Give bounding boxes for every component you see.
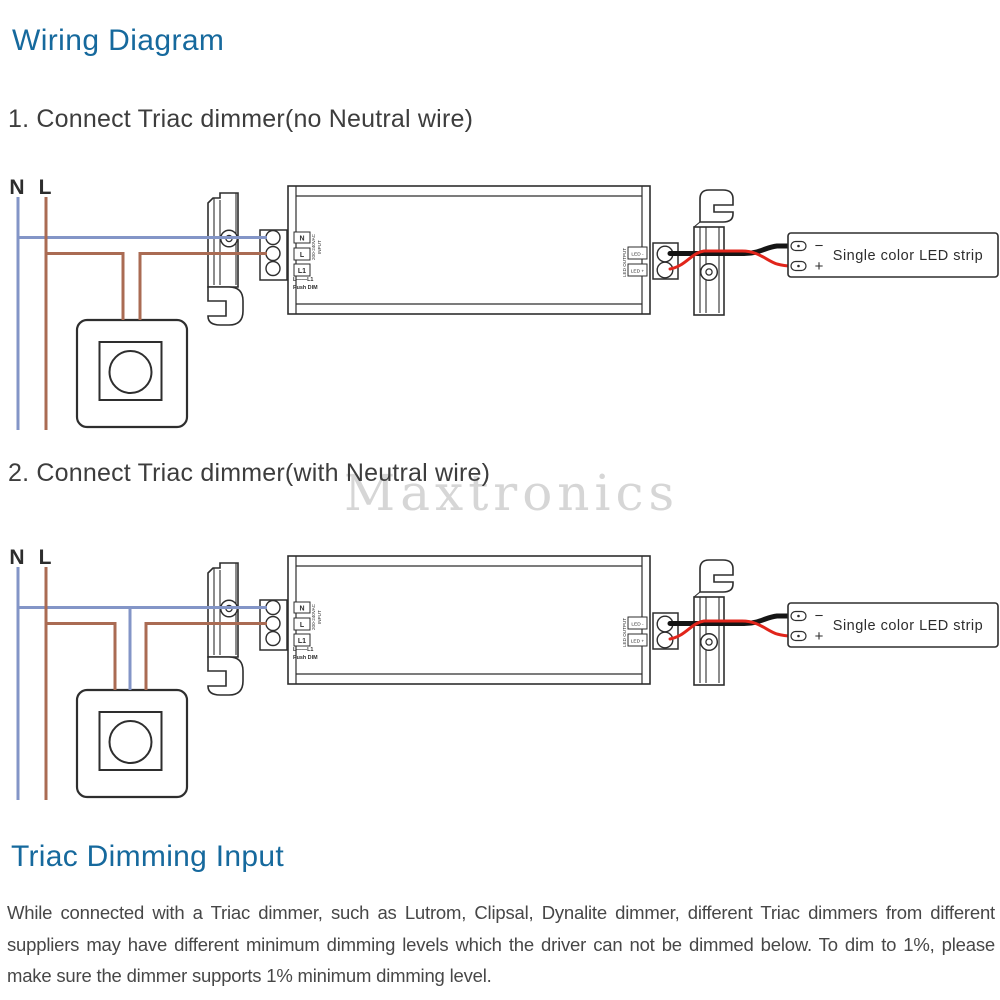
dimming-section-body: While connected with a Triac dimmer, suc… <box>7 902 995 986</box>
section2-heading: 2. Connect Triac dimmer(with Neutral wir… <box>8 459 491 487</box>
neutral-wire-label: N <box>9 546 24 569</box>
dimmer-instance-2 <box>75 688 189 799</box>
led-pos-wire <box>668 619 793 641</box>
live-wires <box>44 197 267 430</box>
dimming-section-heading: Triac Dimming Input <box>11 840 284 873</box>
live-wire-label: L <box>39 546 52 569</box>
driver-instance-1 <box>207 185 734 326</box>
driver-instance-2 <box>207 555 734 696</box>
led-neg-wire <box>667 243 794 256</box>
dimmer-instance-1 <box>75 318 189 429</box>
neutral-wire-label: N <box>9 176 24 199</box>
strip-instance-2 <box>787 602 999 648</box>
neutral-wires <box>16 567 267 800</box>
led-neg-wire <box>667 613 794 626</box>
strip-instance-1 <box>787 232 999 278</box>
led-pos-wire <box>668 249 793 271</box>
live-wires <box>44 567 267 800</box>
page-title: Wiring Diagram <box>12 24 225 57</box>
live-wire-label: L <box>39 176 52 199</box>
watermark: Maxtronics <box>344 464 680 522</box>
wiring-diagram-no-neutral: N L <box>9 176 999 430</box>
wiring-diagram-with-neutral: N L <box>9 546 999 800</box>
neutral-wires <box>16 197 267 430</box>
section1-heading: 1. Connect Triac dimmer(no Neutral wire) <box>8 105 474 133</box>
